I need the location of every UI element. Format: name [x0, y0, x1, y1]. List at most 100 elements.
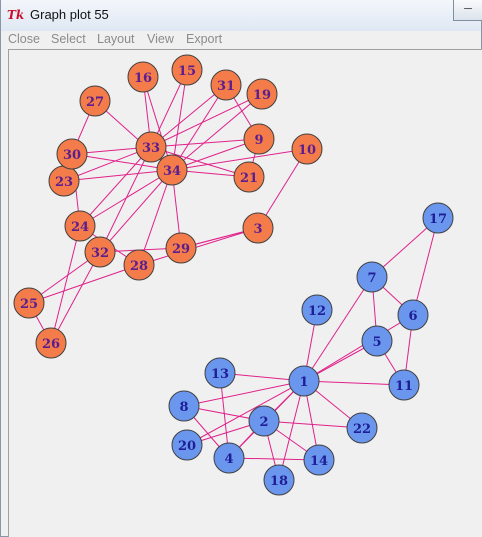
node-circle[interactable]: [156, 154, 188, 186]
node-circle[interactable]: [123, 249, 155, 281]
graph-node-28[interactable]: 28: [123, 249, 155, 281]
minimize-button[interactable]: ─: [453, 0, 482, 21]
node-circle[interactable]: [356, 261, 388, 293]
graph-node-5[interactable]: 5: [361, 325, 393, 357]
graph-node-29[interactable]: 29: [165, 232, 197, 264]
graph-node-8[interactable]: 8: [168, 390, 200, 422]
graph-node-27[interactable]: 27: [79, 85, 111, 117]
node-circle[interactable]: [388, 369, 420, 401]
node-label: 27: [86, 95, 104, 110]
graph-node-19[interactable]: 19: [246, 78, 278, 110]
graph-node-34[interactable]: 34: [156, 154, 188, 186]
graph-node-33[interactable]: 33: [135, 131, 167, 163]
node-circle[interactable]: [204, 357, 236, 389]
menu-view[interactable]: View: [147, 32, 174, 46]
node-circle[interactable]: [13, 287, 45, 319]
node-label: 26: [42, 337, 60, 352]
node-circle[interactable]: [397, 299, 429, 331]
graph-node-13[interactable]: 13: [204, 357, 236, 389]
graph-node-6[interactable]: 6: [397, 299, 429, 331]
node-circle[interactable]: [263, 464, 295, 496]
node-label: 18: [270, 474, 288, 489]
node-circle[interactable]: [84, 236, 116, 268]
node-circle[interactable]: [291, 133, 323, 165]
graph-node-3[interactable]: 3: [242, 212, 274, 244]
node-circle[interactable]: [135, 131, 167, 163]
node-circle[interactable]: [171, 429, 203, 461]
node-circle[interactable]: [242, 212, 274, 244]
node-label: 30: [63, 148, 81, 163]
graph-canvas[interactable]: [8, 49, 482, 537]
graph-node-24[interactable]: 24: [64, 210, 96, 242]
edge-21-33: [150, 146, 250, 178]
node-circle[interactable]: [64, 210, 96, 242]
graph-node-4[interactable]: 4: [213, 442, 245, 474]
edge-31-34: [171, 84, 227, 171]
node-circle[interactable]: [165, 232, 197, 264]
node-label: 4: [224, 452, 233, 467]
graph-node-11[interactable]: 11: [388, 369, 420, 401]
menu-select[interactable]: Select: [51, 32, 86, 46]
node-circle[interactable]: [210, 69, 242, 101]
node-circle[interactable]: [346, 412, 378, 444]
node-circle[interactable]: [303, 444, 335, 476]
graph-node-22[interactable]: 22: [346, 412, 378, 444]
node-circle[interactable]: [233, 161, 265, 193]
node-circle[interactable]: [35, 327, 67, 359]
node-label: 1: [299, 375, 308, 390]
graph-node-10[interactable]: 10: [291, 133, 323, 165]
node-label: 21: [240, 171, 258, 186]
node-circle[interactable]: [248, 405, 280, 437]
menu-layout[interactable]: Layout: [97, 32, 135, 46]
node-label: 34: [163, 164, 181, 179]
graph-node-14[interactable]: 14: [303, 444, 335, 476]
graph-node-9[interactable]: 9: [243, 123, 275, 155]
node-label: 22: [353, 422, 371, 437]
graph-node-21[interactable]: 21: [233, 161, 265, 193]
node-circle[interactable]: [56, 138, 88, 170]
graph-node-16[interactable]: 16: [127, 61, 159, 93]
node-circle[interactable]: [288, 365, 320, 397]
node-circle[interactable]: [127, 61, 159, 93]
graph-node-25[interactable]: 25: [13, 287, 45, 319]
menu-close[interactable]: Close: [8, 32, 40, 46]
node-label: 31: [217, 79, 235, 94]
graph-node-23[interactable]: 23: [48, 165, 80, 197]
node-circle[interactable]: [361, 325, 393, 357]
graph-node-26[interactable]: 26: [35, 327, 67, 359]
edge-9-33: [150, 138, 260, 148]
graph-node-20[interactable]: 20: [171, 429, 203, 461]
graph-node-18[interactable]: 18: [263, 464, 295, 496]
title-bar[interactable]: Tk Graph plot 55 ─: [1, 0, 482, 32]
node-circle[interactable]: [213, 442, 245, 474]
node-label: 10: [298, 143, 316, 158]
graph-node-1[interactable]: 1: [288, 365, 320, 397]
node-circle[interactable]: [79, 85, 111, 117]
node-label: 16: [134, 71, 152, 86]
graph-node-30[interactable]: 30: [56, 138, 88, 170]
graph-node-31[interactable]: 31: [210, 69, 242, 101]
edge-32-33: [99, 146, 152, 253]
edge-1-8: [183, 380, 305, 407]
graph-node-17[interactable]: 17: [422, 202, 454, 234]
graph-node-2[interactable]: 2: [248, 405, 280, 437]
edge-3-28: [138, 227, 259, 266]
node-circle[interactable]: [243, 123, 275, 155]
node-circle[interactable]: [246, 78, 278, 110]
graph-node-32[interactable]: 32: [84, 236, 116, 268]
node-circle[interactable]: [168, 390, 200, 422]
graph-node-15[interactable]: 15: [171, 54, 203, 86]
node-label: 3: [253, 222, 262, 237]
menu-export[interactable]: Export: [186, 32, 223, 46]
node-circle[interactable]: [422, 202, 454, 234]
edge-26-32: [50, 251, 101, 344]
edge-1-7: [303, 276, 373, 382]
node-circle[interactable]: [171, 54, 203, 86]
node-circle[interactable]: [301, 294, 333, 326]
graph-node-7[interactable]: 7: [356, 261, 388, 293]
edge-25-28: [28, 264, 140, 304]
graph-node-12[interactable]: 12: [301, 294, 333, 326]
node-label: 29: [172, 242, 190, 257]
